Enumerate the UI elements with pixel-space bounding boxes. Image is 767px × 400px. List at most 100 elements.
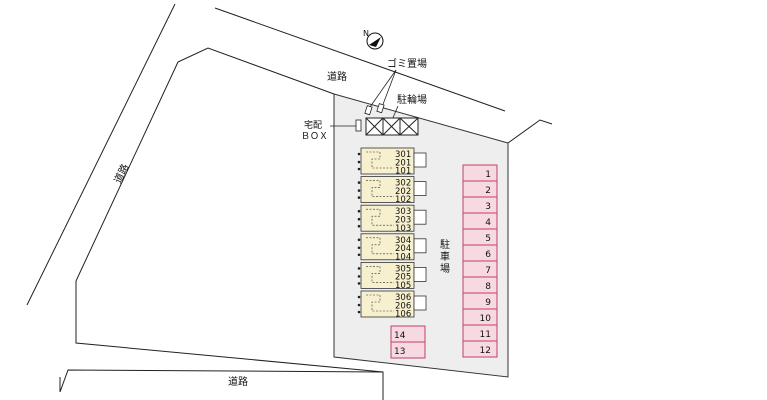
building-shape	[360, 176, 415, 204]
parking-space-number: 1	[485, 170, 491, 180]
parking-space-number: 13	[394, 347, 405, 357]
parking-space-number: 6	[485, 250, 491, 260]
room-number: 106	[395, 310, 411, 320]
room-number: 206	[395, 301, 411, 311]
entrance-marker	[357, 167, 361, 171]
building-shape	[360, 233, 415, 261]
balcony-shape	[413, 266, 427, 282]
room-number: 303	[395, 207, 411, 217]
delivery-box	[355, 119, 362, 132]
parking-space-number: 10	[480, 314, 492, 324]
parking-space-number: 12	[480, 346, 491, 356]
entrance-marker	[357, 310, 361, 314]
room-number: 304	[395, 236, 411, 246]
parking-spaces-bottom: 14 13	[390, 325, 426, 359]
room-number: 202	[395, 187, 411, 197]
parking-lot-label: 駐 車 場	[440, 238, 453, 275]
building-shape	[360, 261, 415, 289]
balcony-shape	[413, 295, 427, 311]
garbage-label: ゴミ置場	[387, 57, 427, 70]
entrance-marker	[357, 246, 361, 250]
room-number: 105	[395, 281, 411, 291]
garbage-leaders	[369, 69, 397, 108]
bicycle-parking	[365, 117, 419, 136]
entrance-marker	[357, 295, 361, 299]
entrance-marker	[357, 267, 361, 270]
parking-space	[462, 180, 498, 198]
road-lines	[26, 3, 553, 400]
bicycle-parking-label: 駐輪場	[397, 93, 427, 106]
road-label-south: 道路	[228, 375, 248, 388]
room-number: 302	[395, 179, 411, 189]
entrance-marker	[357, 282, 361, 285]
room-number: 103	[395, 224, 411, 234]
entrance-marker	[357, 253, 361, 257]
entrance-marker	[357, 189, 361, 192]
parking-space	[462, 228, 498, 246]
balcony-shape	[413, 181, 427, 197]
entrance-marker	[357, 160, 361, 164]
room-number: 205	[395, 273, 411, 283]
parking-space	[462, 260, 498, 278]
parking-space	[462, 244, 498, 262]
garbage-bins	[364, 103, 385, 116]
entrance-marker	[357, 217, 361, 221]
room-number: 306	[395, 293, 411, 303]
parking-space-number: 4	[485, 218, 491, 228]
parking-space-number: 14	[394, 331, 406, 341]
corridor-line	[366, 180, 394, 197]
room-number: 104	[395, 252, 411, 262]
parking-space	[462, 276, 498, 294]
corridor-line	[366, 294, 394, 312]
entrance-marker	[357, 209, 361, 213]
entrance-marker	[357, 224, 361, 228]
parking-space-number: 7	[485, 266, 491, 276]
parking-space-number: 5	[485, 234, 491, 244]
entrance-marker	[357, 181, 361, 184]
parking-space-number: 11	[480, 330, 491, 340]
entrance-marker	[357, 238, 361, 242]
parking-space-number: 3	[485, 202, 491, 212]
building-shape	[360, 147, 415, 175]
building-shape	[360, 290, 415, 318]
balcony-shape	[413, 152, 427, 168]
room-number: 305	[395, 264, 411, 274]
parking-space-number: 9	[485, 298, 491, 308]
room-number: 203	[395, 216, 411, 226]
apartment-buildings: 3012011013022021023032031033042041043052…	[357, 147, 427, 320]
entrance-marker	[357, 196, 361, 199]
corridor-line	[366, 208, 394, 226]
parking-space	[462, 212, 498, 230]
north-label: N	[363, 29, 369, 38]
parking-space-number: 2	[485, 186, 491, 196]
parking-space	[462, 196, 498, 214]
room-number: 102	[395, 195, 411, 205]
balcony-shape	[413, 238, 427, 254]
room-number: 204	[395, 244, 411, 254]
parking-space	[462, 340, 498, 358]
entrance-marker	[357, 152, 361, 156]
balcony-shape	[413, 209, 427, 225]
parking-space	[462, 164, 498, 182]
parking-space	[390, 341, 426, 359]
road-label-west: 道路	[111, 162, 131, 186]
entrance-marker	[357, 275, 361, 278]
room-number: 201	[395, 158, 411, 168]
entrance-marker	[357, 303, 361, 307]
room-number: 101	[395, 167, 411, 177]
parking-space-number: 8	[485, 282, 491, 292]
north-arrow-icon: N	[363, 29, 384, 50]
corridor-line	[366, 151, 394, 169]
room-number: 301	[395, 150, 411, 160]
corridor-line	[366, 266, 394, 283]
road-label-north: 道路	[327, 70, 347, 83]
parking-space	[462, 292, 498, 310]
